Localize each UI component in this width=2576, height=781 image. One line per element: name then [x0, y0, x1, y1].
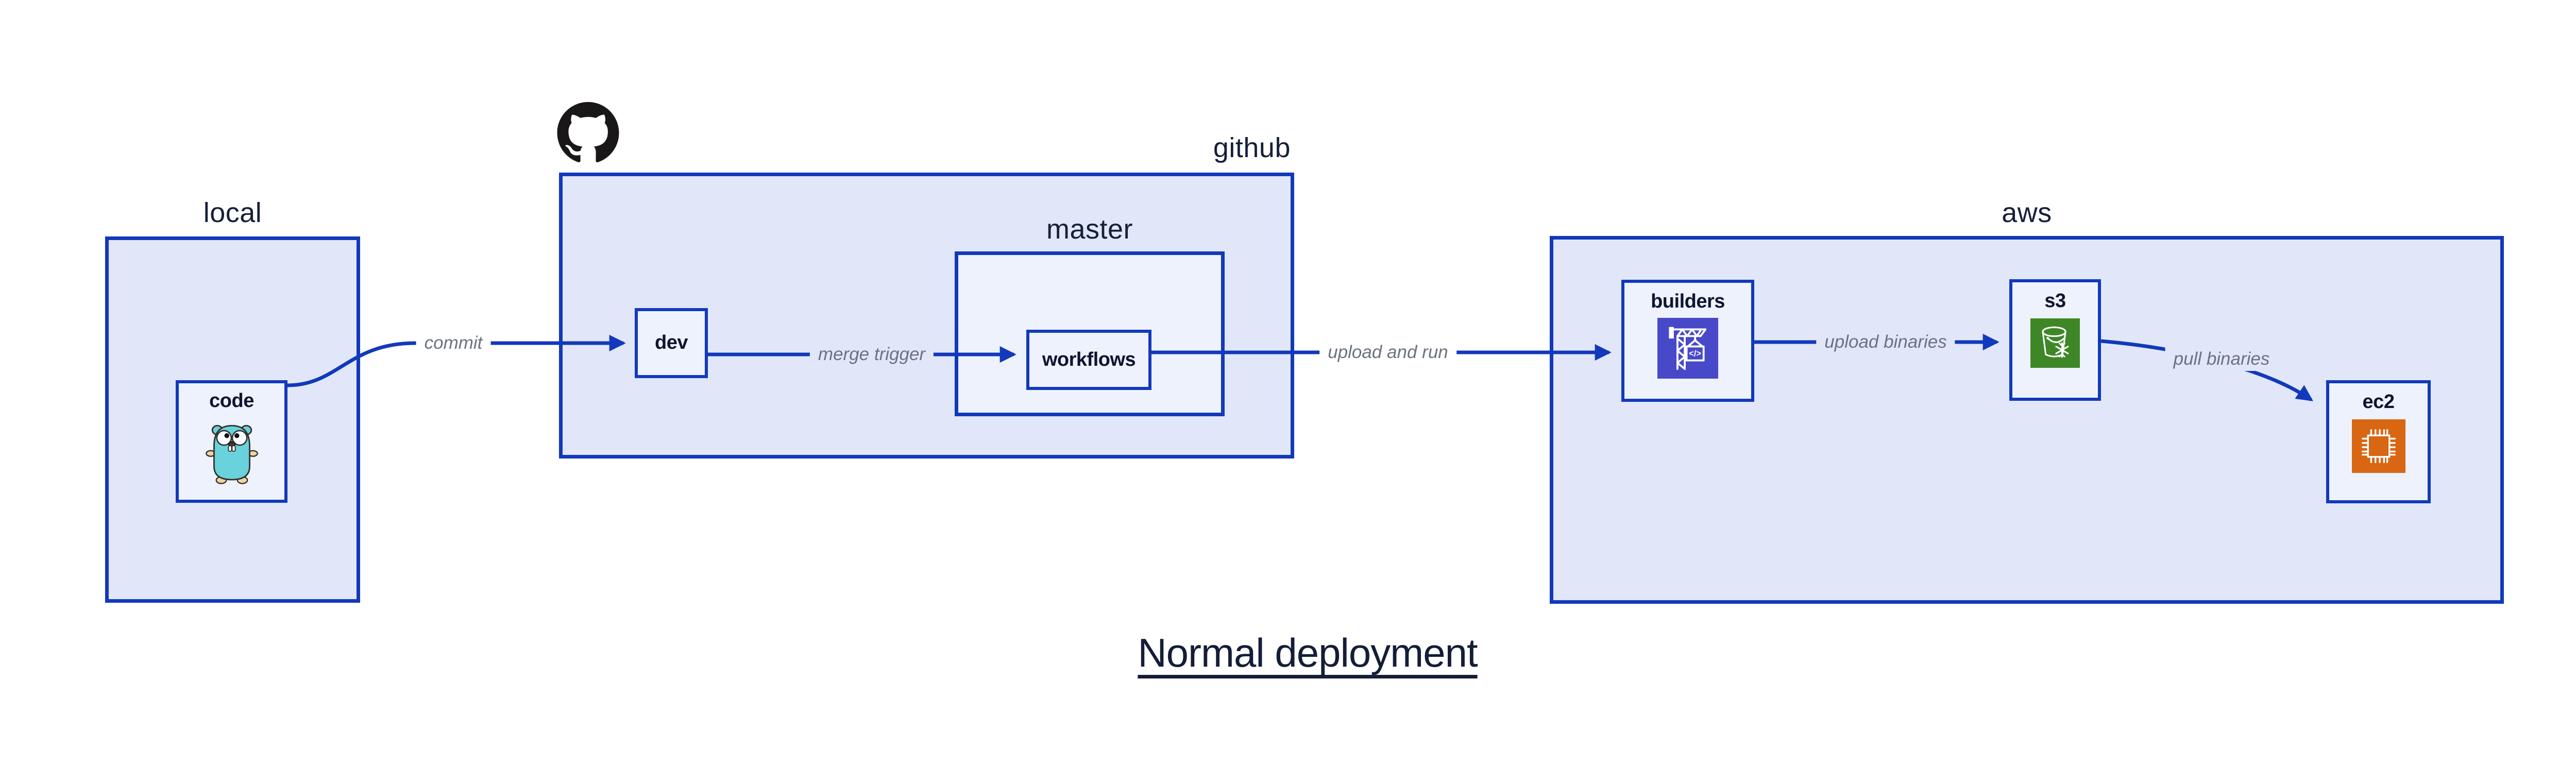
- node-label-builders: builders: [1651, 291, 1725, 312]
- node-ec2: ec2: [2326, 380, 2431, 503]
- group-label-local: local: [203, 197, 262, 228]
- node-workflows: workflows: [1026, 330, 1151, 390]
- ec2-chip-icon: [2351, 419, 2405, 473]
- svg-text:</>: </>: [1689, 349, 1701, 358]
- node-dev: dev: [635, 308, 708, 378]
- node-label-s3: s3: [2044, 290, 2066, 312]
- node-s3: s3: [2009, 279, 2101, 401]
- group-label-aws: aws: [2002, 197, 2052, 228]
- codebuild-crane-icon: </>: [1657, 317, 1718, 379]
- group-label-master: master: [1046, 214, 1133, 245]
- edge-label-upload-binaries: upload binaries: [1816, 330, 1955, 354]
- go-gopher-icon: [205, 425, 258, 484]
- node-code: code: [176, 380, 287, 503]
- edge-label-pull-binaries: pull binaries: [2165, 347, 2278, 371]
- github-octocat-icon: [557, 102, 619, 163]
- edge-label-upload-and-run: upload and run: [1319, 341, 1456, 364]
- node-label-code: code: [209, 390, 254, 412]
- edge-label-merge-trigger: merge trigger: [809, 343, 934, 366]
- diagram-title: Normal deployment: [1138, 630, 1478, 675]
- s3-glacier-bucket-icon: [2030, 318, 2080, 368]
- node-label-ec2: ec2: [2362, 391, 2395, 413]
- edge-label-commit: commit: [416, 331, 491, 355]
- node-builders: builders </>: [1621, 280, 1754, 402]
- group-label-github: github: [1213, 132, 1291, 163]
- node-label-workflows: workflows: [1042, 348, 1136, 370]
- node-label-dev: dev: [655, 332, 688, 354]
